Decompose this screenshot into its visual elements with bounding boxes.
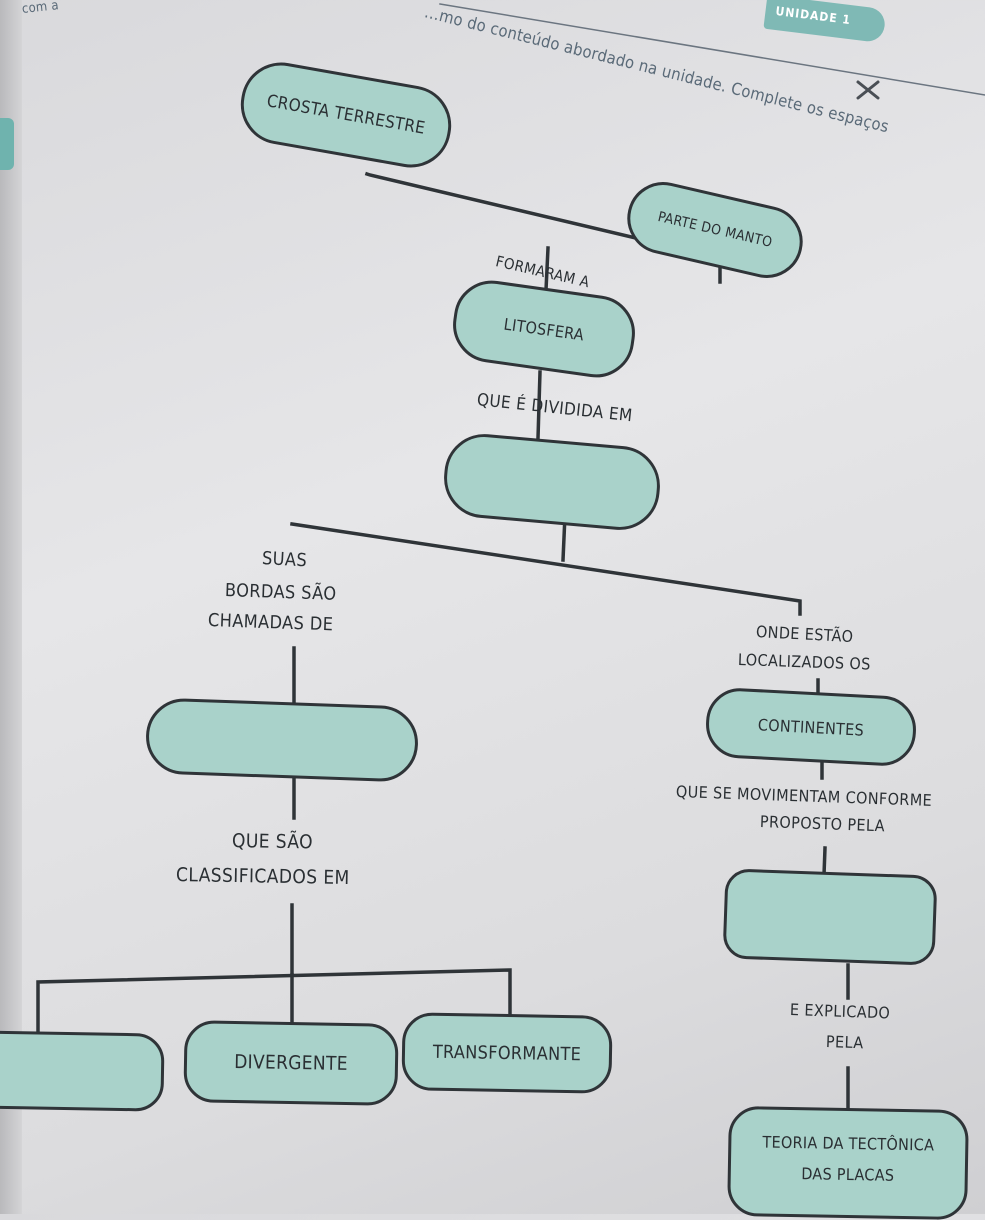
page-tab-marker [0, 118, 14, 170]
blank-continental-drift-box[interactable] [722, 868, 938, 966]
connector-que-sao: QUE SÃO [231, 830, 314, 854]
blank-convergent-box[interactable] [0, 1030, 165, 1112]
connector-pela: PELA [825, 1032, 864, 1053]
connector-explicado: E EXPLICADO [789, 1000, 891, 1023]
blank-boundaries-box[interactable] [144, 697, 420, 783]
connector-classificados: CLASSIFICADOS EM [175, 864, 350, 890]
connector-suas: SUAS [261, 548, 308, 572]
theory-line-2: DAS PLACAS [801, 1164, 895, 1185]
continents-box: CONTINENTES [704, 686, 918, 768]
divergent-box: DIVERGENTE [183, 1020, 399, 1106]
transform-box: TRANSFORMANTE [401, 1012, 613, 1094]
page-edge [0, 0, 22, 1214]
pencil-icon [856, 80, 880, 100]
connector-chamadas: CHAMADAS DE [207, 610, 334, 636]
connector-bordas: BORDAS SÃO [224, 580, 337, 605]
plate-tectonics-theory-box: TEORIA DA TECTÔNICA DAS PLACAS [727, 1105, 969, 1220]
theory-line-1: TEORIA DA TECTÔNICA [762, 1132, 935, 1155]
